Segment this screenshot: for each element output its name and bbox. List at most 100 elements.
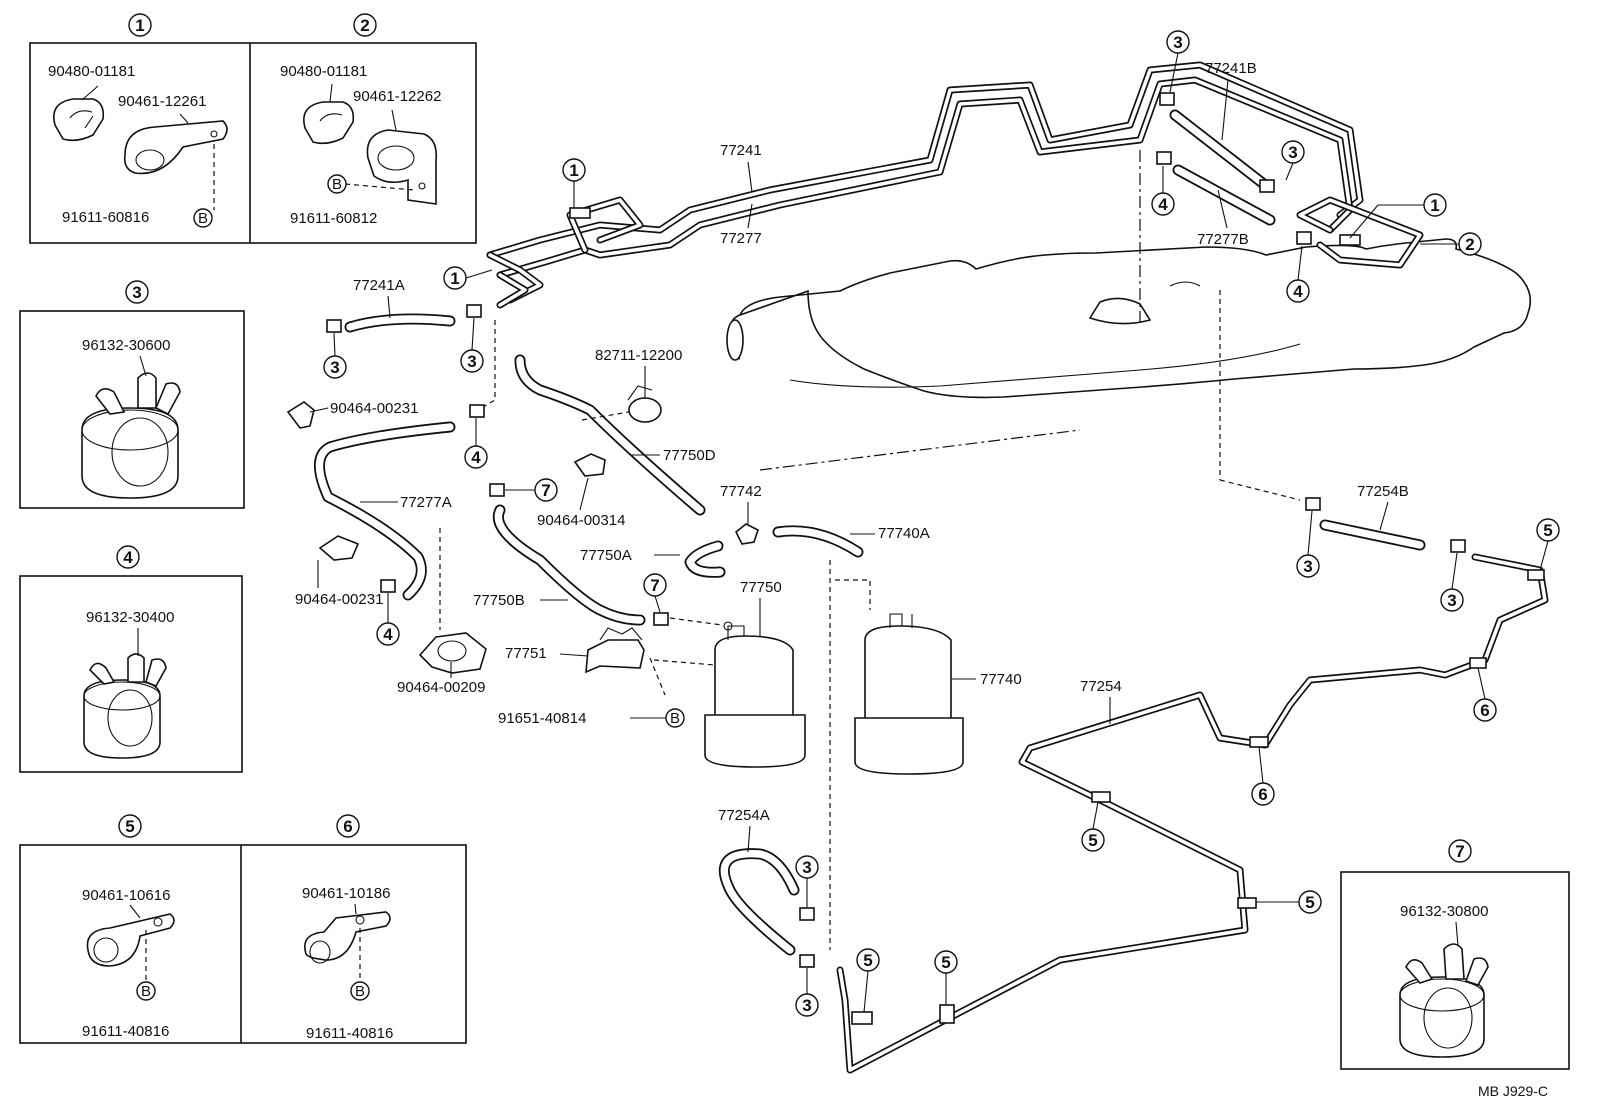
label-90464-00231-a: 90464-00231 — [330, 400, 418, 417]
inset-5-bolt-b: B — [136, 981, 156, 1001]
hose-77277A — [314, 421, 456, 601]
leader-77254A — [747, 825, 751, 853]
footer-code: MB J929-C — [1478, 1083, 1548, 1099]
svg-text:4: 4 — [123, 548, 133, 567]
label-82711: 82711-12200 — [595, 347, 682, 364]
hose-77750B — [493, 504, 646, 626]
inset-box-5-6 — [19, 844, 467, 1044]
inset-2-clip-icon — [303, 83, 355, 145]
callout-3-b: 3 — [1281, 140, 1305, 181]
leader-90464-00231-a — [309, 407, 329, 413]
svg-text:B: B — [198, 210, 208, 227]
svg-text:4: 4 — [1293, 282, 1303, 301]
callout-5-e: 5 — [934, 950, 958, 1005]
svg-text:5: 5 — [1088, 831, 1097, 850]
hose-77750D — [514, 354, 706, 516]
inset-6-header: 6 — [336, 814, 360, 838]
label-77277A: 77277A — [400, 494, 452, 511]
callout-5-b: 5 — [1081, 801, 1105, 852]
inset-7-part-1: 96132-30800 — [1400, 903, 1488, 920]
callout-3-c: 3 — [323, 332, 347, 379]
callout-3-e: 3 — [1296, 510, 1320, 578]
clip-7-leader — [669, 617, 723, 626]
hose-77750A — [684, 540, 726, 578]
leader-77277 — [747, 203, 753, 229]
hose-clips — [326, 92, 1466, 968]
svg-text:3: 3 — [1288, 143, 1297, 162]
label-77241A: 77241A — [353, 277, 405, 294]
svg-text:7: 7 — [1455, 842, 1464, 861]
label-77751: 77751 — [505, 645, 547, 662]
inset-2-header: 2 — [353, 13, 377, 37]
leader-77751 — [559, 653, 589, 657]
callout-6-a: 6 — [1473, 667, 1497, 722]
svg-text:3: 3 — [330, 358, 339, 377]
bracket-77751-shape — [585, 627, 645, 674]
clip-90464-00209-shape — [418, 632, 487, 674]
inset-2-part-2: 90461-12262 — [353, 88, 441, 105]
svg-text:5: 5 — [863, 951, 872, 970]
svg-text:3: 3 — [1173, 33, 1182, 52]
leader-77277B — [1217, 189, 1228, 229]
leader-77241B — [1221, 79, 1229, 141]
callout-bolt-b: B — [665, 708, 685, 728]
svg-text:4: 4 — [1158, 195, 1168, 214]
callout-5-d: 5 — [856, 948, 880, 1013]
svg-text:6: 6 — [343, 817, 352, 836]
svg-text:3: 3 — [1303, 557, 1312, 576]
label-91651-40814: 91651-40814 — [498, 710, 586, 727]
svg-text:B: B — [332, 176, 342, 193]
inset-7-hose-clamp-icon — [1399, 921, 1489, 1058]
svg-text:7: 7 — [541, 481, 550, 500]
svg-text:3: 3 — [132, 283, 141, 302]
svg-text:5: 5 — [125, 817, 134, 836]
inset-2-bolt-b: B — [327, 174, 347, 194]
label-90464-00209: 90464-00209 — [397, 679, 485, 696]
inset-6-part-1: 90461-10186 — [302, 885, 390, 902]
inset-1-part-2: 90461-12261 — [118, 93, 206, 110]
callout-1-a: 1 — [562, 158, 586, 208]
svg-text:1: 1 — [450, 269, 459, 288]
inset-1-part-3: 91611-60816 — [62, 209, 149, 226]
inset-1-clip-icon — [53, 85, 105, 142]
canister-leader-2 — [835, 579, 871, 610]
bracket-77751-leader-2 — [653, 659, 716, 666]
label-77241B: 77241B — [1205, 60, 1257, 77]
inset-2-part-3: 91611-60812 — [290, 210, 377, 227]
svg-text:3: 3 — [1447, 591, 1456, 610]
bracket-77751-leader — [649, 657, 666, 696]
callout-3-f: 3 — [1440, 552, 1464, 612]
svg-text:6: 6 — [1258, 785, 1267, 804]
hose-77254A — [718, 848, 800, 956]
inset-2-leader — [344, 183, 415, 191]
hose-77254B — [1319, 519, 1426, 551]
fuel-pipe-right-loop — [1296, 196, 1424, 269]
callout-4-b: 4 — [1286, 245, 1310, 303]
label-77740: 77740 — [980, 671, 1022, 688]
fuel-pipe-left-loop — [486, 196, 644, 309]
svg-text:5: 5 — [1543, 521, 1552, 540]
leader-77241A — [387, 295, 391, 319]
callout-2-a: 2 — [1420, 232, 1482, 256]
svg-text:6: 6 — [1480, 701, 1489, 720]
inset-3-part-1: 96132-30600 — [82, 337, 170, 354]
svg-text:7: 7 — [650, 576, 659, 595]
callout-1-b: 1 — [443, 266, 493, 290]
callout-5-a: 5 — [1536, 518, 1560, 571]
leader-90464-00314 — [579, 477, 589, 511]
pipe-clamp-left — [569, 207, 591, 219]
inset-box-4: 4 — [19, 545, 243, 773]
callout-3-h: 3 — [795, 968, 819, 1017]
callout-4-d: 4 — [376, 593, 400, 646]
inset-5-part-1: 90461-10616 — [82, 887, 170, 904]
label-77740A: 77740A — [878, 525, 930, 542]
inset-1-bracket-icon — [123, 113, 228, 175]
svg-text:B: B — [141, 983, 151, 1000]
valve-77742-shape — [734, 523, 759, 545]
hose-77241B — [1169, 109, 1271, 191]
inset-6-part-2: 91611-40816 — [306, 1025, 393, 1042]
label-77254B: 77254B — [1357, 483, 1409, 500]
inset-4-hose-clamp-icon — [83, 628, 167, 759]
fuel-pipe-77277 — [496, 76, 1354, 279]
